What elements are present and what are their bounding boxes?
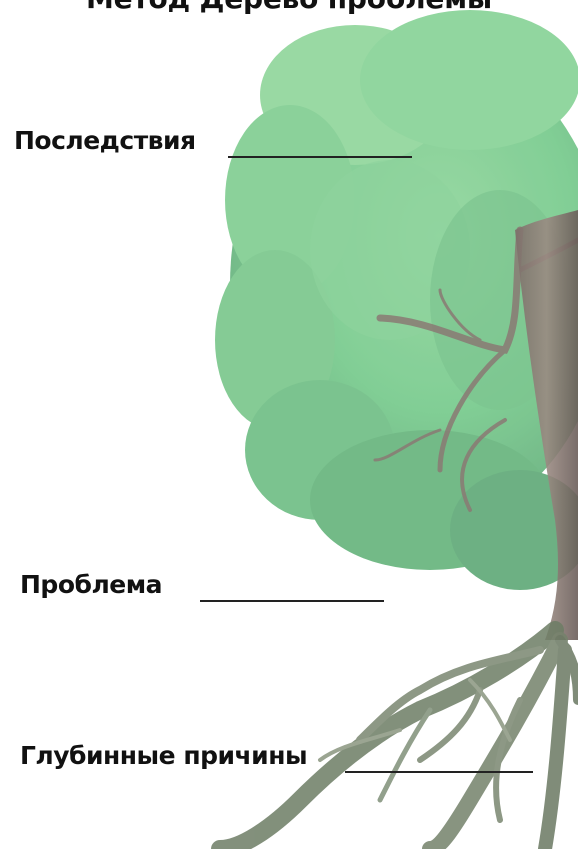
consequences-answer-line[interactable] [228, 156, 412, 158]
tree-roots [220, 630, 578, 849]
problem-answer-line[interactable] [200, 600, 384, 602]
page-title: Метод Дерево проблемы [0, 0, 578, 15]
problem-label: Проблема [20, 570, 162, 599]
root-causes-answer-line[interactable] [345, 771, 533, 773]
consequences-label: Последствия [14, 126, 196, 155]
root-causes-label: Глубинные причины [20, 741, 307, 770]
